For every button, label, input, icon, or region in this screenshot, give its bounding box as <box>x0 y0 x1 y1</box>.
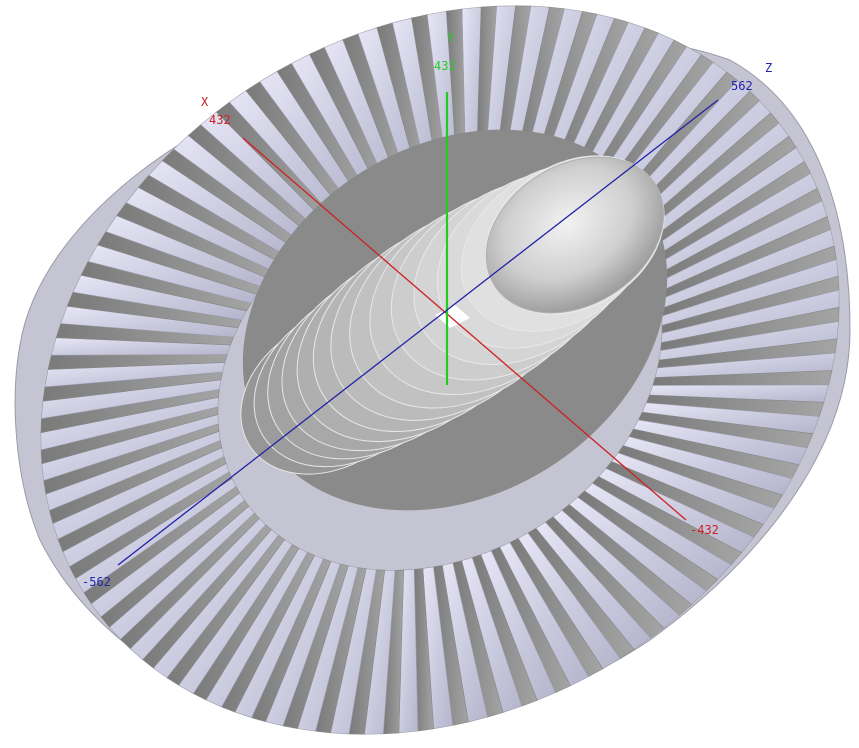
x-axis-line <box>242 137 687 521</box>
z-axis-name: Z <box>765 61 772 75</box>
end-cap <box>485 156 665 314</box>
x-axis-max-label: 432 <box>209 113 231 127</box>
gear-model <box>14 5 851 735</box>
z-axis-line <box>117 99 719 566</box>
blade-ring <box>40 5 840 735</box>
y-axis-name: Y <box>447 31 455 45</box>
z-axis-max-label: 562 <box>731 79 753 93</box>
x-axis-min-label: -432 <box>690 523 719 537</box>
axes: X 432 -432 Y 432 Z 562 -562 <box>82 31 772 589</box>
y-axis-max-label: 432 <box>434 59 456 73</box>
x-axis-name: X <box>201 95 209 109</box>
z-axis-min-label: -562 <box>82 575 111 589</box>
